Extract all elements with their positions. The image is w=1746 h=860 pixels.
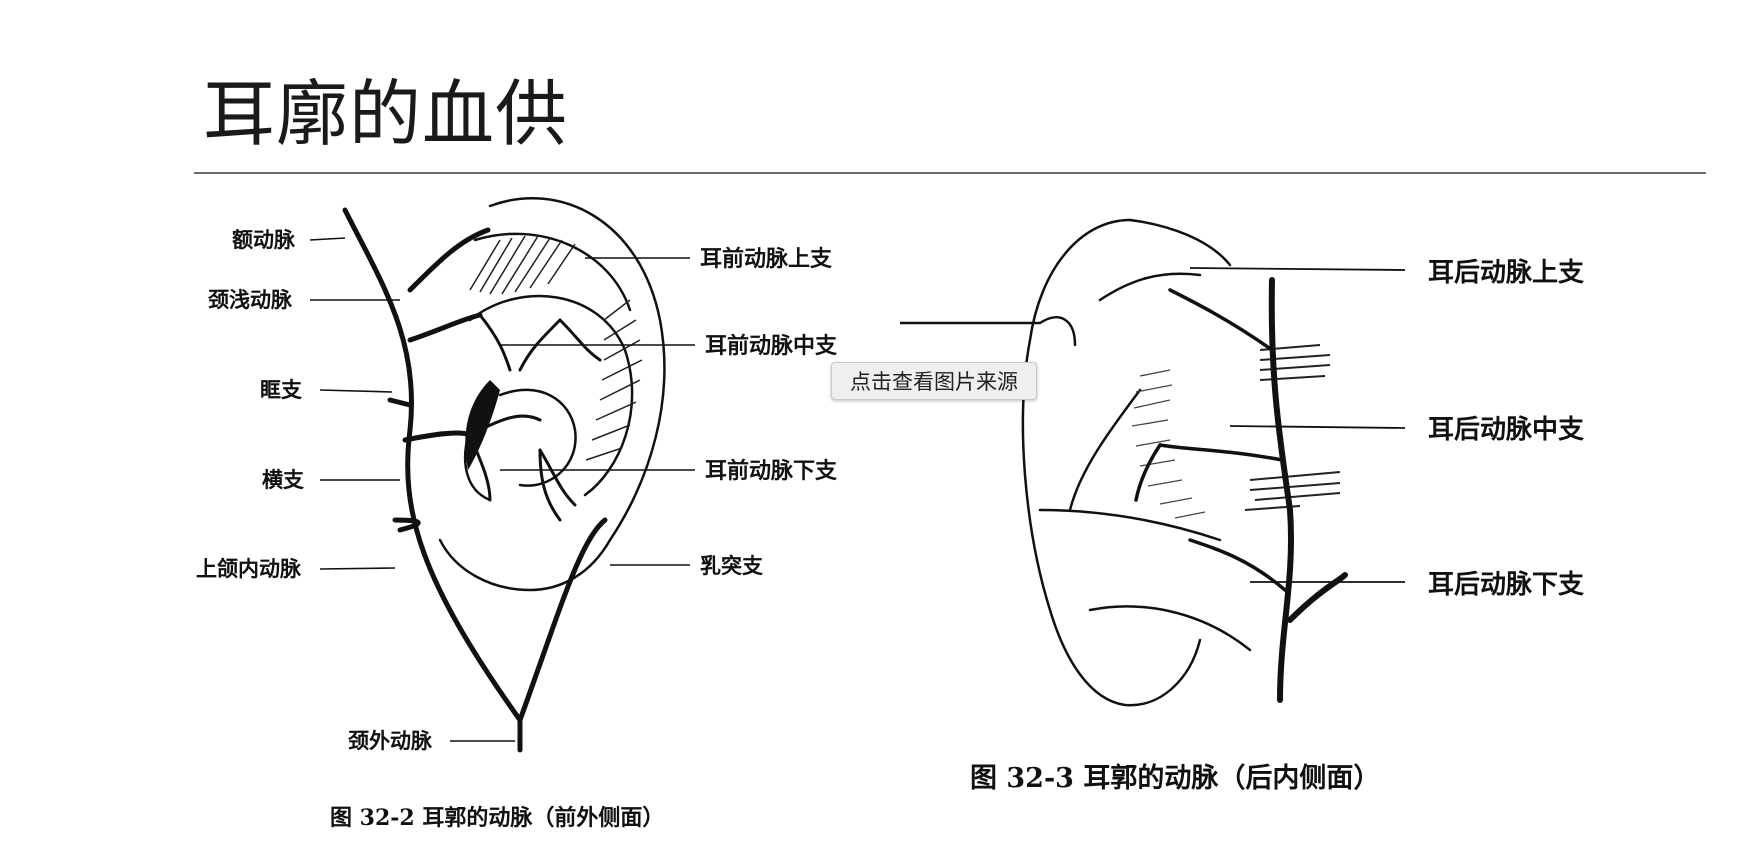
slide-title: 耳廓的血供 bbox=[203, 72, 569, 156]
artery-branches-posterior bbox=[1134, 288, 1287, 592]
label-zygomatic-branch: 眶支 bbox=[260, 377, 303, 402]
view-image-source-tooltip[interactable]: 点击查看图片来源 bbox=[831, 362, 1037, 400]
label-external-carotid: 颈外动脉 bbox=[348, 728, 433, 753]
label-internal-maxillary: 上颌内动脉 bbox=[196, 556, 302, 581]
label-posterior-upper-branch: 耳后动脉上支 bbox=[1428, 258, 1584, 288]
hatching-upper bbox=[469, 235, 643, 461]
caption-figure-32-2: 图 32-2 耳郭的动脉（前外侧面） bbox=[330, 805, 664, 831]
label-posterior-middle-branch: 耳后动脉中支 bbox=[1428, 415, 1584, 445]
label-anterior-middle-branch: 耳前动脉中支 bbox=[705, 333, 838, 359]
anterior-ear-diagram: 额动脉 颈浅动脉 眶支 横支 上颌内动脉 颈外动脉 耳前动脉上支 耳前动脉中支 … bbox=[196, 197, 838, 831]
label-frontal-artery: 额动脉 bbox=[232, 227, 296, 252]
label-anterior-upper-branch: 耳前动脉上支 bbox=[700, 246, 833, 272]
label-transverse-branch: 横支 bbox=[262, 467, 305, 492]
caption-figure-32-3: 图 32-3 耳郭的动脉（后内侧面） bbox=[970, 762, 1380, 794]
ear-outline-anterior bbox=[438, 197, 666, 592]
leader-lines-anterior bbox=[309, 237, 695, 742]
label-mastoid-branch: 乳突支 bbox=[700, 553, 764, 578]
leader-lines-posterior bbox=[1189, 267, 1406, 583]
label-anterior-lower-branch: 耳前动脉下支 bbox=[705, 458, 838, 484]
artery-trunk-posterior bbox=[1268, 277, 1348, 703]
hatching-cartilage bbox=[1131, 369, 1206, 519]
label-superficial-temporal: 颈浅动脉 bbox=[208, 287, 293, 312]
ear-outline-posterior bbox=[900, 218, 1252, 707]
artery-trunk-anterior bbox=[342, 207, 608, 753]
artery-branches-anterior bbox=[468, 313, 602, 522]
figure-posterior-ear-arteries: 耳后动脉上支 耳后动脉中支 耳后动脉下支 图 32-3 耳郭的动脉（后内侧面） bbox=[900, 180, 1746, 820]
figure-anterior-ear-arteries: 额动脉 颈浅动脉 眶支 横支 上颌内动脉 颈外动脉 耳前动脉上支 耳前动脉中支 … bbox=[0, 180, 900, 840]
posterior-ear-diagram: 耳后动脉上支 耳后动脉中支 耳后动脉下支 图 32-3 耳郭的动脉（后内侧面） bbox=[900, 218, 1584, 794]
concha-shadow bbox=[465, 380, 500, 470]
label-posterior-lower-branch: 耳后动脉下支 bbox=[1428, 570, 1584, 600]
title-divider bbox=[194, 172, 1706, 174]
